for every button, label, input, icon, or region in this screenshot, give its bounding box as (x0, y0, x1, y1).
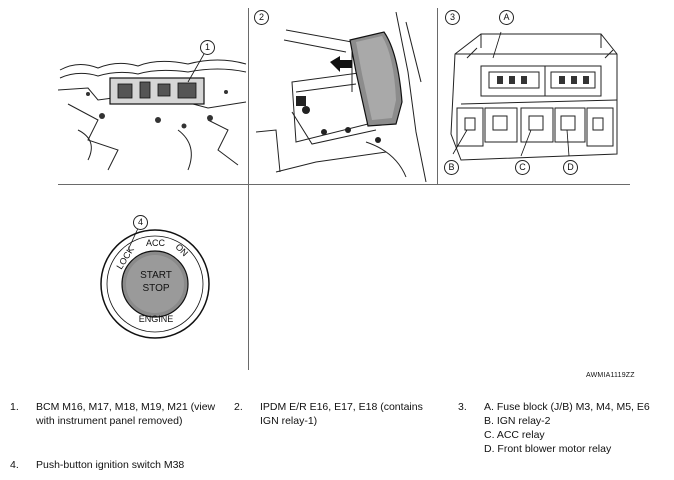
legend-text-2a: IPDM E/R E16, E17, E18 (contains (260, 401, 423, 413)
legend-text-3c: C. ACC relay (484, 429, 545, 441)
legend-text-1b: with instrument panel removed) (36, 415, 183, 427)
callout-1: 1 (200, 40, 215, 55)
legend-num-1: 1. (10, 401, 19, 413)
callout-d: D (563, 160, 578, 175)
legend-text-3d: D. Front blower motor relay (484, 443, 612, 455)
bcm-illustration (58, 53, 247, 171)
legend-num-4: 4. (10, 459, 19, 471)
panel-number-3: 3 (445, 10, 460, 25)
switch-label-acc: ACC (146, 238, 166, 248)
panel-number-2: 2 (254, 10, 269, 25)
legend-text-3b: B. IGN relay-2 (484, 415, 551, 427)
legend-num-2: 2. (234, 401, 243, 413)
ipdm-illustration (256, 12, 427, 182)
callout-b: B (444, 160, 459, 175)
legend-text-4a: Push-button ignition switch M38 (36, 459, 185, 471)
switch-label-stop: STOP (142, 283, 170, 294)
push-button-ignition-switch (100, 223, 210, 339)
panel-divider-vertical (248, 8, 249, 370)
legend-num-3: 3. (458, 401, 467, 413)
panel-divider-vertical-right (437, 8, 438, 184)
fuse-block-illustration (450, 31, 618, 161)
legend-text-3a: A. Fuse block (J/B) M3, M4, M5, E6 (484, 401, 650, 413)
callout-4: 4 (133, 215, 148, 230)
switch-label-start: START (140, 270, 172, 281)
figure-id: AWMIA1119ZZ (586, 372, 635, 379)
callout-a: A (499, 10, 514, 25)
legend-text-1a: BCM M16, M17, M18, M19, M21 (view (36, 401, 216, 413)
panel-divider-horizontal (58, 184, 630, 185)
legend-text-2b: IGN relay-1) (260, 415, 318, 427)
switch-label-engine: ENGINE (138, 314, 174, 324)
callout-c: C (515, 160, 530, 175)
